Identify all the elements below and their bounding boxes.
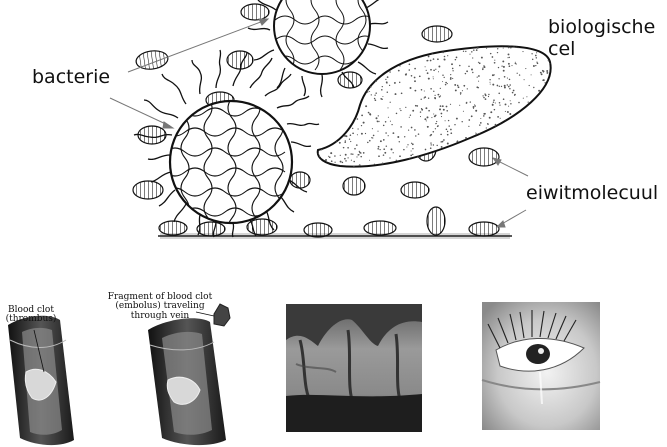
label-cell-line2: cel (548, 39, 575, 60)
label-bacteria: bacterie (32, 67, 110, 88)
teeth-photo (286, 304, 422, 432)
label-embolus-line3: through vein (100, 312, 220, 321)
bacterium-main (134, 50, 319, 238)
label-cell-line1: biologische (548, 17, 655, 38)
vein-embolus-illustration (148, 304, 230, 445)
eye-photo (482, 302, 600, 430)
label-blood-clot: Blood clot (thrombus) (0, 306, 62, 325)
label-blood-clot-line2: (thrombus) (0, 315, 62, 324)
vein-thrombus-illustration (8, 316, 74, 445)
label-embolus: Fragment of blood clot (embolus) traveli… (100, 293, 220, 321)
bacterium-top (248, 0, 388, 97)
label-protein-molecule: eiwitmolecuul (526, 183, 658, 204)
